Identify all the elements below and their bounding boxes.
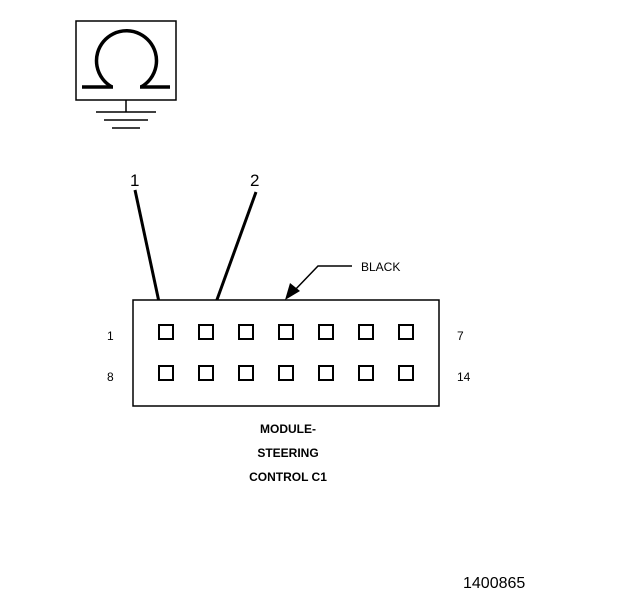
- callout-2-label: 2: [250, 171, 259, 190]
- pin-label-last-bottom: 14: [457, 370, 471, 384]
- connector-body: [132, 299, 440, 407]
- pin-cavity-1: [158, 324, 174, 340]
- pin-cavity-9: [198, 365, 214, 381]
- ohmmeter-icon: [75, 20, 177, 101]
- pin-cavity-2: [198, 324, 214, 340]
- pin-cavity-4: [278, 324, 294, 340]
- ground-icon: [96, 100, 156, 129]
- pin-cavity-5: [318, 324, 334, 340]
- pin-cavity-13: [358, 365, 374, 381]
- pin-cavity-3: [238, 324, 254, 340]
- callout-1-label: 1: [130, 171, 139, 190]
- connector-name-line-2: STEERING: [257, 446, 318, 460]
- color-leader-line: [292, 265, 352, 293]
- color-leader-arrowhead: [285, 283, 300, 300]
- pin-label-first-top: 1: [107, 329, 114, 343]
- pin-cavity-7: [398, 324, 414, 340]
- pin-cavity-10: [238, 365, 254, 381]
- pin-cavity-8: [158, 365, 174, 381]
- connector-cavities: [158, 324, 414, 381]
- pin-label-first-bottom: 8: [107, 370, 114, 384]
- figure-number: 1400865: [463, 575, 525, 592]
- connector-color-label: BLACK: [361, 260, 400, 274]
- pin-cavity-14: [398, 365, 414, 381]
- connector-name-line-3: CONTROL C1: [249, 470, 327, 484]
- pin-cavity-11: [278, 365, 294, 381]
- pin-cavity-6: [358, 324, 374, 340]
- pin-label-last-top: 7: [457, 329, 464, 343]
- pin-cavity-12: [318, 365, 334, 381]
- connector-name-line-1: MODULE-: [260, 422, 316, 436]
